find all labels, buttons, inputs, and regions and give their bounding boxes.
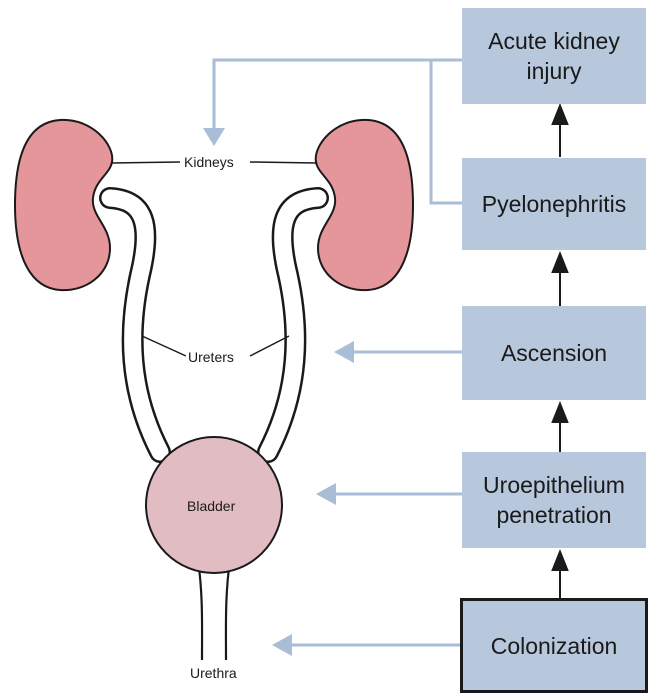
ureters-label: Ureters	[186, 348, 236, 366]
bladder-pointer-head	[316, 483, 336, 505]
right-kidney	[316, 120, 413, 290]
stage-acute-kidney-injury: Acute kidney injury	[462, 8, 646, 104]
stage-ascension: Ascension	[462, 306, 646, 400]
left-kidney	[15, 120, 112, 290]
urethra-pointer-head	[272, 634, 292, 656]
kidneys-label: Kidneys	[182, 153, 236, 171]
kidneys-leader-left	[112, 162, 180, 163]
right-ureter	[268, 198, 318, 452]
stage-uroepithelium-penetration: Uroepithelium penetration	[462, 452, 646, 548]
kidney-pointer-head	[203, 128, 225, 146]
stage-colonization: Colonization	[460, 598, 648, 693]
urethra-label: Urethra	[188, 664, 239, 682]
kidneys-leader-right	[250, 162, 316, 163]
bladder-label: Bladder	[187, 498, 235, 514]
left-ureter	[110, 198, 160, 452]
stage-pyelonephritis: Pyelonephritis	[462, 158, 646, 250]
ureters-leader-right	[250, 336, 289, 356]
urethra-tube	[198, 560, 230, 660]
ureter-pointer-head	[334, 341, 354, 363]
ureters-leader-left	[142, 336, 186, 356]
